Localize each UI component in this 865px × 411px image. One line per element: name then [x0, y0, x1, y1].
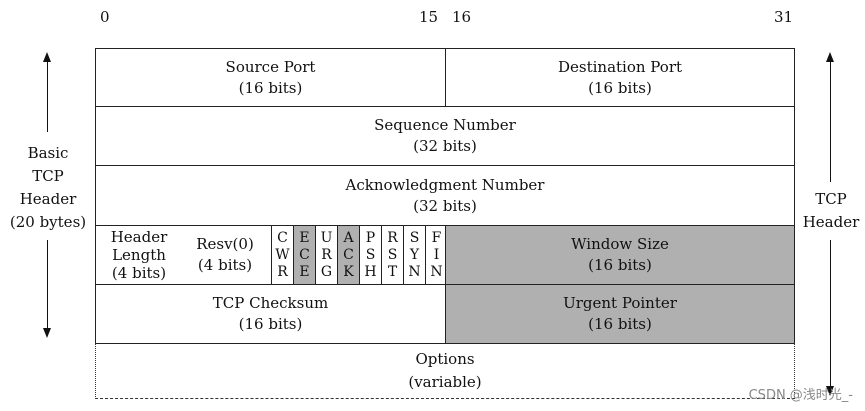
tcp-header-line1: TCP: [815, 190, 847, 208]
right-arrow-line-top: [830, 60, 831, 182]
source-port-name: Source Port: [225, 57, 316, 76]
flag-char: W: [275, 246, 290, 263]
source-port-size: (16 bits): [238, 78, 303, 97]
right-arrow-line-bottom: [830, 240, 831, 388]
window-size-name: Window Size: [571, 235, 669, 253]
header-length-label: Header Length (4 bits): [103, 228, 175, 282]
flag-char: T: [387, 263, 398, 280]
flag-char: R: [277, 263, 288, 280]
flag-char: P: [365, 229, 376, 246]
tcp-checksum-field: TCP Checksum (16 bits): [95, 284, 446, 344]
window-size-field: Window Size (16 bits): [445, 225, 795, 285]
basic-label-line2: TCP: [32, 167, 64, 185]
flag-char: N: [408, 263, 421, 280]
header-length-line2: Length: [112, 246, 166, 264]
source-port-field: Source Port (16 bits): [95, 48, 446, 107]
flag-char: S: [365, 246, 376, 263]
bit-label-15: 15: [419, 8, 439, 26]
sequence-number-field: Sequence Number (32 bits): [95, 106, 795, 166]
right-arrow-up-icon: [826, 52, 834, 62]
destination-port-name: Destination Port: [557, 57, 683, 76]
flag-char: C: [277, 229, 288, 246]
urgent-pointer-name: Urgent Pointer: [563, 294, 677, 312]
flag-char: U: [320, 229, 333, 246]
resv-name: Resv(0): [196, 235, 254, 253]
right-arrow-down-icon: [826, 386, 834, 396]
flag-char: R: [321, 246, 332, 263]
header-length-line3: (4 bits): [111, 264, 167, 282]
header-length-line1: Header: [110, 228, 168, 246]
options-field: Options (variable): [95, 343, 795, 399]
flag-char: A: [343, 229, 354, 246]
bit-label-0: 0: [100, 8, 110, 26]
options-name: Options: [415, 349, 475, 368]
left-arrow-up-icon: [43, 52, 51, 62]
left-arrow-down-icon: [43, 328, 51, 338]
flag-char: H: [364, 263, 377, 280]
flag-char: R: [387, 229, 398, 246]
acknowledgment-number-field: Acknowledgment Number (32 bits): [95, 165, 795, 226]
tcp-header-line2: Header: [802, 213, 860, 231]
sequence-number-size: (32 bits): [413, 137, 477, 155]
basic-label-line4: (20 bytes): [9, 213, 87, 231]
flag-char: C: [299, 246, 310, 263]
left-arrow-line-top: [47, 60, 48, 132]
flag-char: C: [343, 246, 354, 263]
flag-char: I: [433, 246, 440, 263]
destination-port-field: Destination Port (16 bits): [445, 48, 795, 107]
flag-char: E: [299, 263, 310, 280]
tcp-header-label: TCP Header: [798, 188, 864, 234]
flag-char: N: [430, 263, 443, 280]
flag-char: K: [343, 263, 354, 280]
resv-size: (4 bits): [197, 256, 253, 274]
basic-label-line1: Basic: [27, 144, 69, 162]
acknowledgment-number-size: (32 bits): [413, 196, 477, 215]
bit-label-31: 31: [774, 8, 794, 26]
sequence-number-name: Sequence Number: [374, 116, 516, 134]
urgent-pointer-size: (16 bits): [588, 315, 652, 333]
flag-char: F: [431, 229, 442, 246]
watermark: CSDN @浅时光_-: [748, 388, 853, 403]
resv-label: Resv(0) (4 bits): [187, 234, 263, 276]
flag-char: S: [409, 229, 420, 246]
left-arrow-line-bottom: [47, 240, 48, 330]
bit-label-16: 16: [452, 8, 472, 26]
tcp-checksum-name: TCP Checksum: [212, 294, 329, 312]
tcp-checksum-size: (16 bits): [238, 315, 303, 333]
tcp-header-diagram: Source Port (16 bits) Destination Port (…: [95, 48, 795, 400]
flag-char: E: [299, 229, 310, 246]
acknowledgment-number-name: Acknowledgment Number: [345, 175, 545, 194]
flag-char: Y: [409, 246, 420, 263]
flag-char: S: [387, 246, 398, 263]
basic-tcp-header-label: Basic TCP Header (20 bytes): [2, 142, 94, 234]
urgent-pointer-field: Urgent Pointer (16 bits): [445, 284, 795, 344]
flag-char: G: [320, 263, 333, 280]
window-size-size: (16 bits): [588, 256, 652, 274]
options-size: (variable): [408, 372, 482, 391]
basic-label-line3: Header: [19, 190, 77, 208]
destination-port-size: (16 bits): [588, 78, 652, 97]
